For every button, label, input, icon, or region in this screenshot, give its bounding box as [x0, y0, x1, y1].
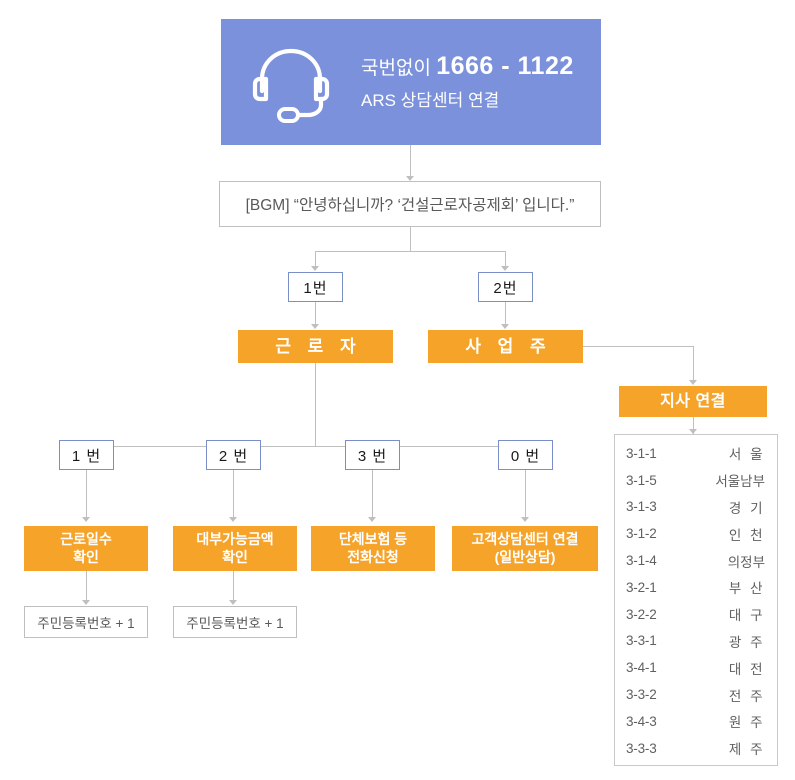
connector-key2-to-loan — [233, 470, 234, 520]
option-employer[interactable]: 사 업 주 — [428, 330, 583, 363]
option-loan-amount-line2: 확인 — [222, 548, 248, 565]
option-customer-center-line1: 고객상담센터 연결 — [471, 531, 579, 547]
connector-worker-down — [315, 363, 316, 446]
connector-workdays-to-rrn — [86, 571, 87, 603]
branch-list-table: 3-1-1 서 울 3-1-5 서울남부 3-1-3 경 기 3-1-2 인 천 3-1-4 의정… — [614, 434, 778, 766]
ars-header-card: 국번없이 1666 - 1122 ARS 상담센터 연결 — [221, 19, 601, 145]
branch-name: 의정부 — [727, 554, 765, 570]
arrowhead-workdays — [82, 517, 90, 522]
branch-name: 원 주 — [728, 715, 765, 731]
branch-name: 광 주 — [728, 634, 765, 650]
connector-greeting-down — [410, 227, 411, 251]
option-group-insurance-line1: 단체보험 등 — [338, 531, 408, 547]
headset-icon — [221, 39, 361, 125]
branch-code: 3-4-3 — [626, 713, 657, 729]
branch-code: 3-1-4 — [626, 553, 657, 569]
branch-list-item[interactable]: 3-3-3 제 주 — [626, 735, 765, 762]
arrowhead-callcenter — [521, 517, 529, 522]
header-text-block: 국번없이 1666 - 1122 ARS 상담센터 연결 — [361, 53, 574, 110]
branch-list-item[interactable]: 3-4-1 대 전 — [626, 654, 765, 681]
branch-connect-header[interactable]: 지사 연결 — [619, 386, 767, 417]
branch-code: 3-1-2 — [626, 526, 657, 542]
branch-name: 서울남부 — [715, 474, 765, 490]
connector-worker-split — [86, 446, 526, 447]
arrowhead-rrn-1 — [82, 600, 90, 605]
arrowhead-greeting — [406, 176, 414, 181]
arrowhead-key-1 — [311, 266, 319, 271]
connector-key1-to-workdays — [86, 470, 87, 520]
arrowhead-rrn-2 — [229, 600, 237, 605]
branch-code: 3-2-2 — [626, 606, 657, 622]
branch-list-item[interactable]: 3-3-2 전 주 — [626, 681, 765, 708]
branch-code: 3-1-5 — [626, 472, 657, 488]
connector-key3-to-insurance — [372, 470, 373, 520]
branch-name: 인 천 — [728, 527, 765, 543]
option-loan-amount-line1: 대부가능금액 — [196, 531, 274, 547]
key-3-level2[interactable]: 3 번 — [345, 440, 400, 470]
option-workdays-line2: 확인 — [73, 548, 99, 565]
branch-code: 3-2-1 — [626, 579, 657, 595]
header-subtitle: ARS 상담센터 연결 — [361, 90, 500, 110]
connector-header-to-greeting — [410, 145, 411, 179]
branch-list-item[interactable]: 3-4-3 원 주 — [626, 708, 765, 735]
option-workdays-line1: 근로일수 — [60, 531, 112, 547]
connector-employer-down — [693, 346, 694, 383]
input-rrn-loan[interactable]: 주민등록번호 + 1 — [173, 606, 297, 638]
connector-greeting-split — [315, 251, 506, 252]
branch-name: 부 산 — [728, 581, 765, 597]
branch-name: 대 구 — [728, 608, 765, 624]
option-loan-amount[interactable]: 대부가능금액 확인 — [173, 526, 297, 571]
greeting-box: [BGM] “안녕하십니까? ‘건설근로자공제회’ 입니다.” — [219, 181, 601, 227]
branch-list-item[interactable]: 3-2-1 부 산 — [626, 574, 765, 601]
phone-number: 1666 - 1122 — [436, 52, 574, 81]
connector-key2-to-employer — [505, 302, 506, 327]
branch-list-item[interactable]: 3-2-2 대 구 — [626, 601, 765, 628]
branch-code: 3-3-3 — [626, 740, 657, 756]
key-0-level2[interactable]: 0 번 — [498, 440, 553, 470]
key-2-level1[interactable]: 2번 — [478, 272, 533, 302]
connector-to-key-1 — [315, 251, 316, 269]
connector-employer-right — [583, 346, 693, 347]
branch-list-item[interactable]: 3-3-1 광 주 — [626, 628, 765, 655]
key-2-level2[interactable]: 2 번 — [206, 440, 261, 470]
branch-code: 3-1-3 — [626, 499, 657, 515]
option-workdays[interactable]: 근로일수 확인 — [24, 526, 148, 571]
branch-name: 경 기 — [728, 500, 765, 516]
option-customer-center[interactable]: 고객상담센터 연결 (일반상담) — [452, 526, 598, 571]
arrowhead-branch-list — [689, 429, 697, 434]
connector-key1-to-worker — [315, 302, 316, 327]
arrowhead-worker — [311, 324, 319, 329]
branch-code: 3-3-2 — [626, 687, 657, 703]
branch-list-item[interactable]: 3-1-4 의정부 — [626, 547, 765, 574]
branch-name: 대 전 — [728, 661, 765, 677]
option-group-insurance[interactable]: 단체보험 등 전화신청 — [311, 526, 435, 571]
arrowhead-insurance — [368, 517, 376, 522]
option-customer-center-line2: (일반상담) — [494, 548, 556, 565]
arrowhead-employer — [501, 324, 509, 329]
connector-branchhead-to-list — [693, 417, 694, 434]
branch-list-item[interactable]: 3-1-1 서 울 — [626, 440, 765, 467]
key-1-level1[interactable]: 1번 — [288, 272, 343, 302]
branch-name: 전 주 — [728, 688, 765, 704]
branch-name: 서 울 — [728, 447, 765, 463]
phone-prefix-label: 국번없이 — [361, 58, 431, 80]
branch-list-item[interactable]: 3-1-3 경 기 — [626, 494, 765, 521]
arrowhead-loan — [229, 517, 237, 522]
option-group-insurance-line2: 전화신청 — [347, 548, 399, 565]
connector-loan-to-rrn — [233, 571, 234, 603]
phone-line: 국번없이 1666 - 1122 — [361, 53, 574, 81]
input-rrn-workdays[interactable]: 주민등록번호 + 1 — [24, 606, 148, 638]
branch-list-item[interactable]: 3-1-2 인 천 — [626, 520, 765, 547]
branch-name: 제 주 — [728, 742, 765, 758]
arrowhead-key-2 — [501, 266, 509, 271]
branch-code: 3-4-1 — [626, 660, 657, 676]
connector-to-key-2 — [505, 251, 506, 269]
branch-list-item[interactable]: 3-1-5 서울남부 — [626, 467, 765, 494]
option-worker[interactable]: 근 로 자 — [238, 330, 393, 363]
key-1-level2[interactable]: 1 번 — [59, 440, 114, 470]
branch-code: 3-1-1 — [626, 445, 657, 461]
arrowhead-branch-head — [689, 380, 697, 385]
branch-code: 3-3-1 — [626, 633, 657, 649]
connector-key0-to-callcenter — [525, 470, 526, 520]
